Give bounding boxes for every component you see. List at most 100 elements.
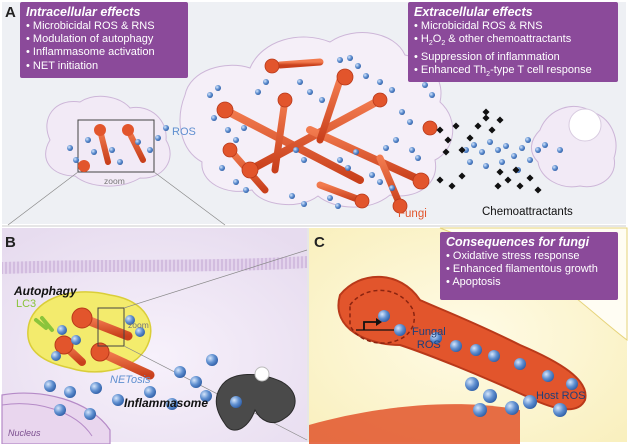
intracellular-item: Modulation of autophagy — [26, 33, 182, 46]
ros-dot — [394, 324, 406, 336]
ros-dot — [495, 147, 501, 153]
host-ros-label: Host ROS — [536, 390, 586, 402]
ros-dot — [84, 408, 96, 420]
ros-dot — [525, 137, 531, 143]
fungal-hyphae-network — [221, 58, 434, 209]
ros-dot — [488, 350, 500, 362]
autophagosome — [27, 291, 152, 373]
inflammasome-particle — [254, 366, 270, 382]
chemoattractant-dot — [496, 168, 504, 176]
ros-dot — [230, 396, 242, 408]
ros-dot — [174, 366, 186, 378]
ros-dot — [215, 85, 221, 91]
ros-dot — [409, 147, 415, 153]
ros-dot — [144, 386, 156, 398]
ros-dot — [422, 82, 428, 88]
consequence-item: Oxidative stress response — [446, 250, 612, 263]
chemoattractant-dot — [436, 176, 444, 184]
autophagy-label: Autophagy — [14, 284, 77, 298]
ros-dot — [64, 386, 76, 398]
hyphal-tips — [216, 58, 438, 214]
ros-dot — [73, 157, 79, 163]
intracellular-item: NET initiation — [26, 60, 182, 73]
ros-dot — [471, 142, 477, 148]
ros-dot — [135, 139, 141, 145]
ros-dot — [483, 163, 489, 169]
fungi-label: Fungi — [398, 208, 427, 220]
ros-dot — [345, 165, 351, 171]
zoom-line-b-top — [123, 249, 308, 309]
ros-dot — [473, 403, 487, 417]
gene-expression-arrowhead-icon — [376, 318, 382, 326]
panel-c-letter: C — [314, 234, 325, 251]
extracellular-effects-title: Extracellular effects — [414, 5, 533, 19]
ros-dot — [233, 137, 239, 143]
ros-dot — [499, 159, 505, 165]
ros-dot — [327, 195, 333, 201]
ros-dots-panel-c — [378, 310, 578, 417]
ros-label: ROS — [172, 126, 196, 138]
lc3-markers — [34, 316, 54, 332]
ros-dot — [553, 403, 567, 417]
consequence-item: Apoptosis — [446, 276, 612, 289]
zoom-line-b-bottom — [123, 345, 308, 441]
ros-dot — [566, 378, 578, 390]
ros-dot — [557, 147, 563, 153]
intracellular-item: Inflammasome activation — [26, 46, 182, 59]
panel-b-fungi — [54, 307, 155, 380]
ros-dot — [505, 401, 519, 415]
ros-dot — [389, 185, 395, 191]
ros-dot — [206, 354, 218, 366]
ros-dot — [57, 325, 67, 335]
cell-membrane — [2, 256, 307, 274]
chemoattractant-dot — [512, 166, 520, 174]
nucleus-label: Nucleus — [8, 428, 41, 438]
secondary-hypha — [309, 404, 520, 444]
extracellular-item-h2o2: H2O2 & other chemoattractants — [414, 33, 612, 50]
chemoattractant-dot — [488, 126, 496, 134]
ros-dot — [450, 340, 462, 352]
ros-dot — [241, 125, 247, 131]
ros-dot — [190, 376, 202, 388]
ros-dot — [465, 377, 479, 391]
ros-dot — [389, 87, 395, 93]
chemoattractant-dot — [436, 126, 444, 134]
ros-dot — [85, 137, 91, 143]
ros-dot — [112, 394, 124, 406]
ros-dot — [463, 147, 469, 153]
zoomed-hypha — [337, 275, 587, 411]
chemoattractant-dot — [466, 134, 474, 142]
ros-dot — [337, 157, 343, 163]
chemoattractant-dots — [436, 108, 542, 194]
ros-dot — [293, 147, 299, 153]
ros-dot — [125, 315, 135, 325]
ros-dot — [135, 327, 145, 337]
zoom-label-a: zoom — [104, 176, 125, 186]
intracellular-item: Microbicidal ROS & RNS — [26, 20, 182, 33]
ros-dot — [415, 155, 421, 161]
ros-dot — [263, 79, 269, 85]
panel-a-letter: A — [5, 4, 16, 21]
ros-dot — [347, 55, 353, 61]
ros-dot — [377, 179, 383, 185]
ros-dot — [233, 179, 239, 185]
ros-dot — [166, 398, 178, 410]
ros-dot — [393, 137, 399, 143]
ros-dot — [399, 109, 405, 115]
chemoattractant-dot — [444, 136, 452, 144]
ros-dot — [430, 332, 442, 344]
chemoattractant-dot — [482, 108, 490, 116]
inflammasome-complex — [215, 373, 296, 431]
fungal-ros-label: Fungal ROS — [412, 326, 446, 352]
ros-dot — [377, 79, 383, 85]
ros-dot — [319, 97, 325, 103]
ros-dot — [470, 344, 482, 356]
ros-dot — [514, 358, 526, 370]
ros-dot — [163, 125, 169, 131]
ros-dot — [255, 89, 261, 95]
ros-dot — [535, 147, 541, 153]
chemoattractant-dot — [458, 146, 466, 154]
ros-dot — [307, 89, 313, 95]
extracellular-item-th2: Enhanced Th2-type T cell response — [414, 64, 612, 81]
chemoattractant-dot — [504, 176, 512, 184]
